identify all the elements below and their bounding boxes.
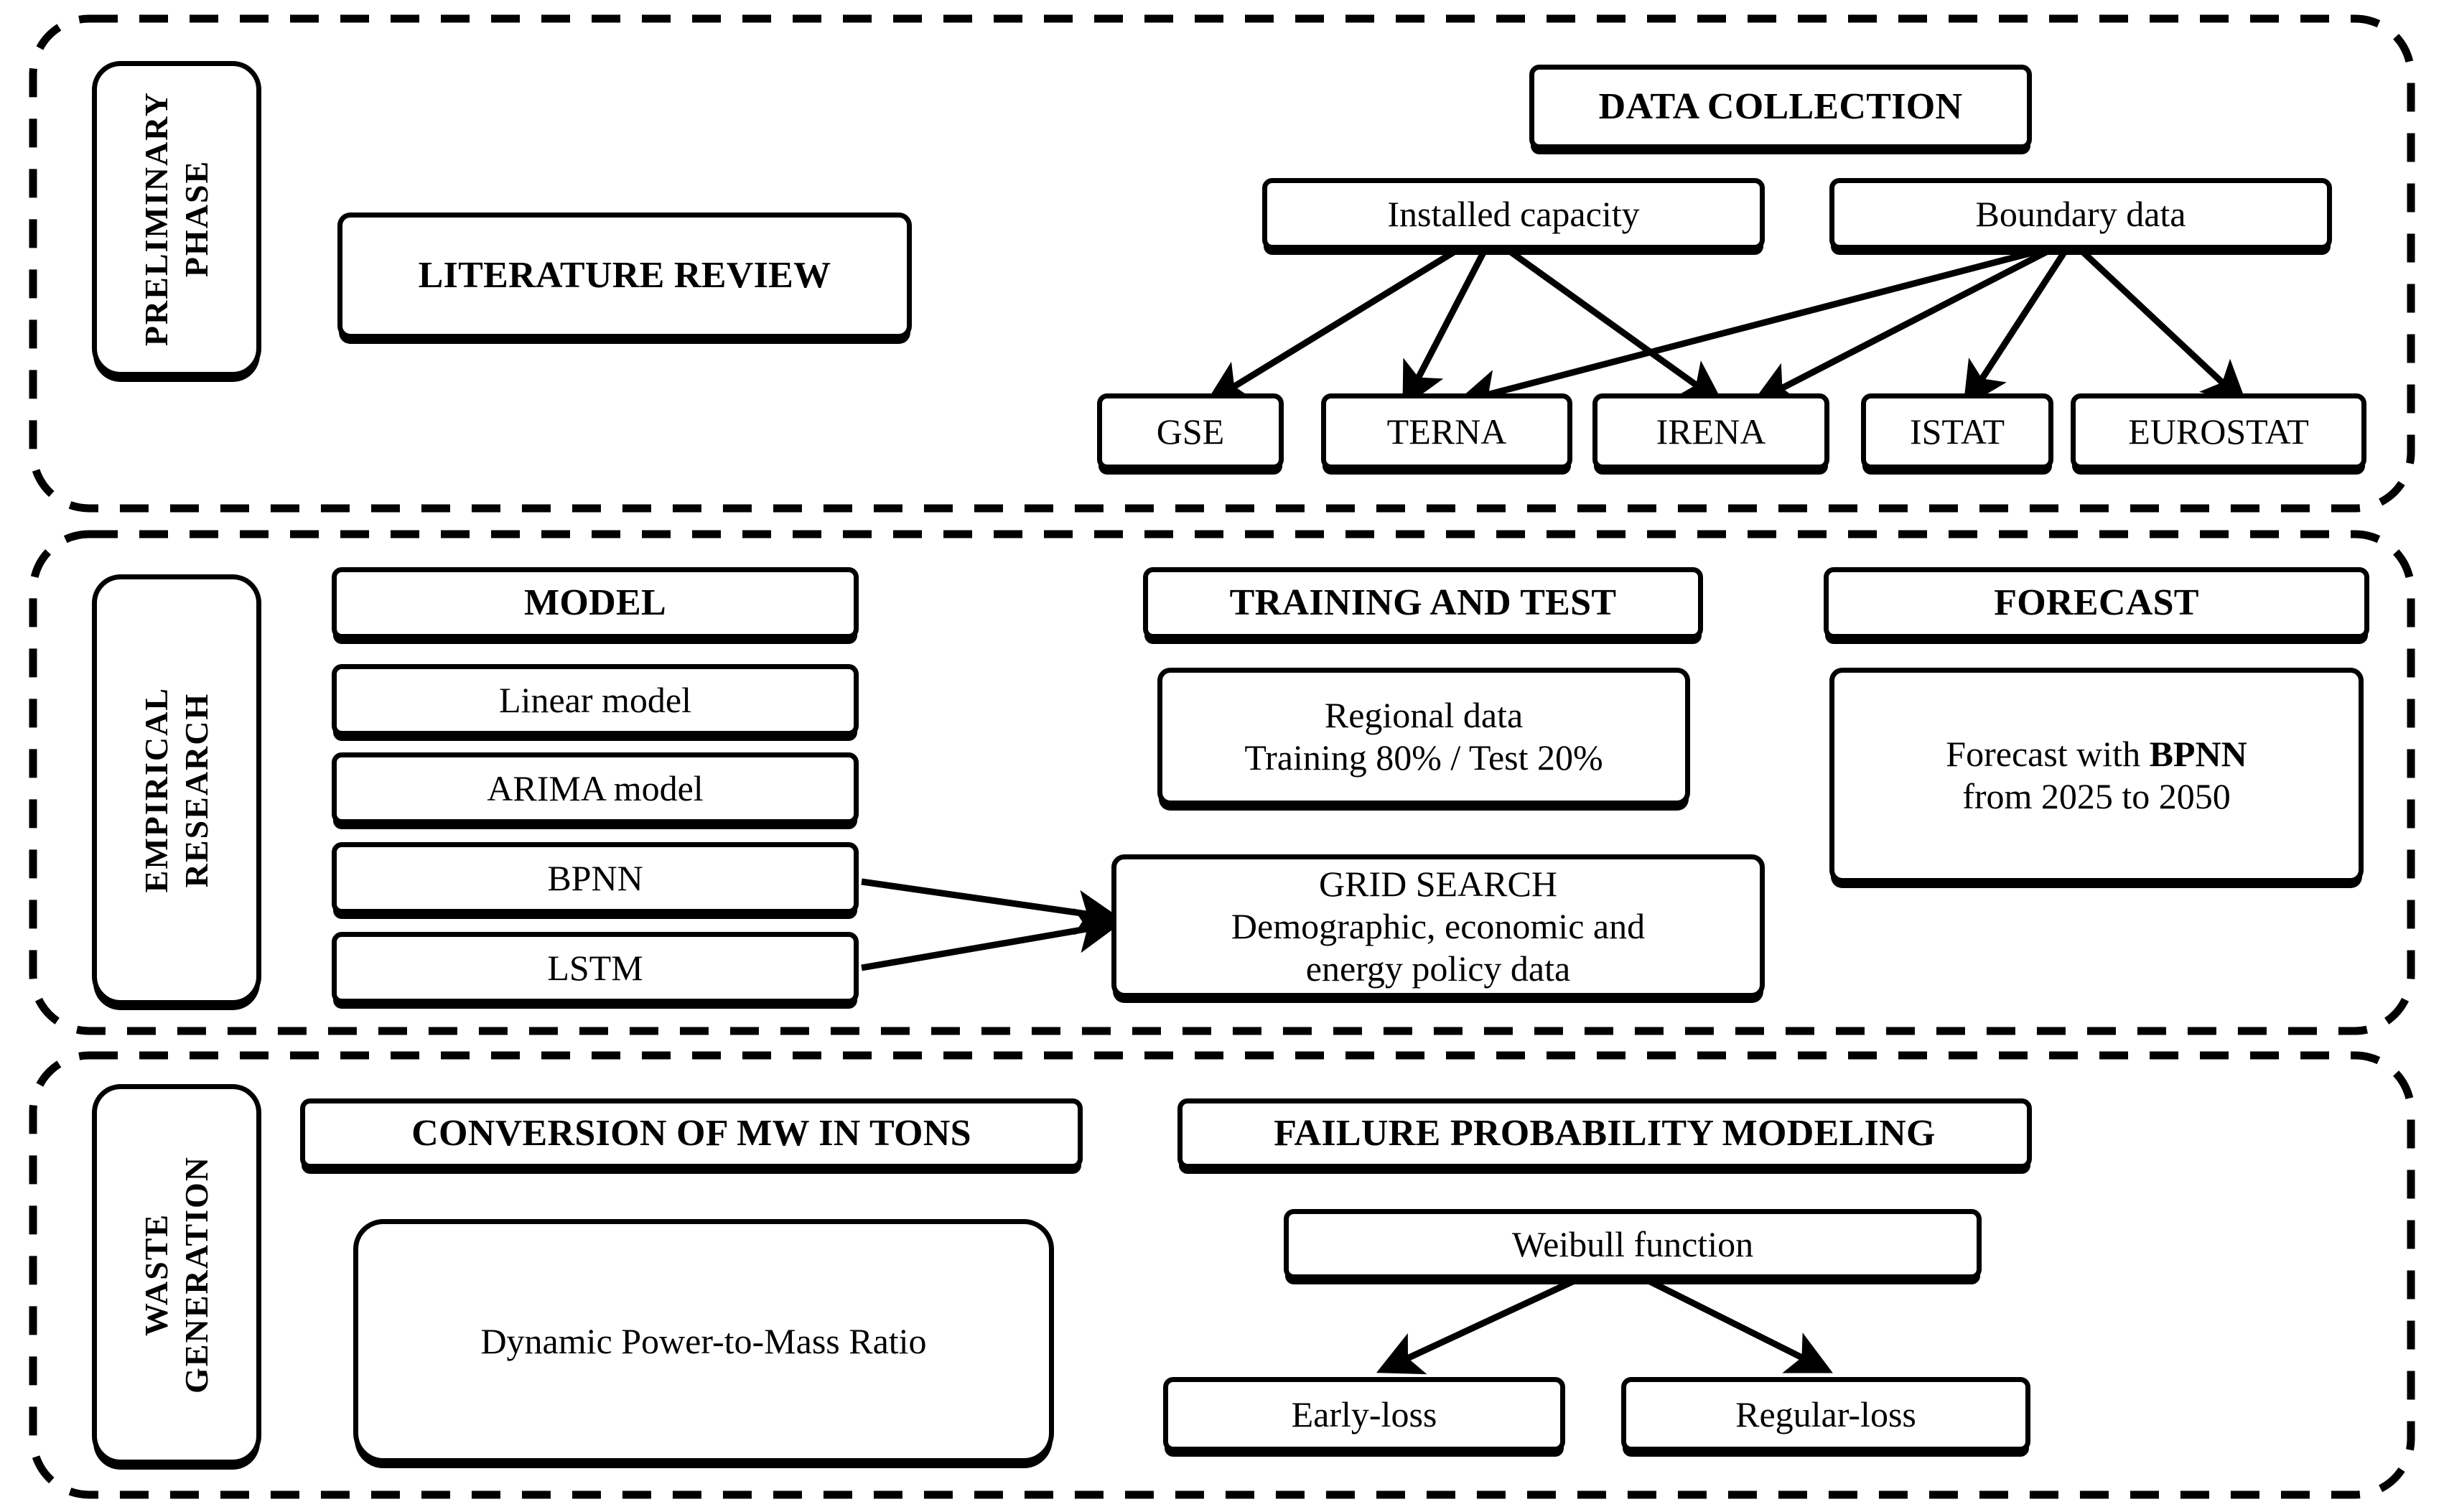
- phase-frame-preliminary: [29, 14, 2415, 513]
- data-collection-header-label: DATA COLLECTION: [1598, 86, 1963, 128]
- phase-frame-empirical: [29, 530, 2415, 1035]
- model-arima-box[interactable]: ARIMA model: [332, 752, 859, 824]
- edge-installed-capacity-to-terna: [1402, 248, 1488, 409]
- grid-search-line-3: energy policy data: [1305, 948, 1571, 989]
- conversion-body-label: Dynamic Power-to-Mass Ratio: [480, 1320, 927, 1361]
- literature-review-box[interactable]: LITERATURE REVIEW: [337, 213, 912, 339]
- edge-bpnn-to-grid-search: [861, 878, 1122, 935]
- model-header-box[interactable]: MODEL: [332, 567, 859, 639]
- phase-label-waste: WASTE GENERATION: [92, 1084, 261, 1465]
- model-lstm-label: LSTM: [547, 947, 643, 988]
- source-irena-label: IRENA: [1656, 411, 1766, 452]
- model-linear-label: Linear model: [499, 679, 691, 720]
- phase-label-preliminary: PRELIMINARY PHASE: [92, 61, 261, 377]
- forecast-body-box[interactable]: Forecast with BPNN from 2025 to 2050: [1829, 668, 2364, 883]
- grid-search-line-2: Demographic, economic and: [1231, 905, 1646, 946]
- source-istat-box[interactable]: ISTAT: [1861, 393, 2053, 470]
- phase-label-waste-text: WASTE GENERATION: [137, 1155, 215, 1394]
- source-eurostat-label: EUROSTAT: [2128, 411, 2309, 452]
- boundary-data-box[interactable]: Boundary data: [1829, 178, 2332, 250]
- source-gse-label: GSE: [1156, 411, 1225, 452]
- phase-label-empirical: EMPIRICAL RESEARCH: [92, 574, 261, 1005]
- training-and-test-header-box[interactable]: TRAINING AND TEST: [1143, 567, 1703, 639]
- phase-label-empirical-text: EMPIRICAL RESEARCH: [137, 686, 215, 893]
- source-gse-box[interactable]: GSE: [1097, 393, 1284, 470]
- phase-frame-waste: [29, 1051, 2415, 1499]
- regular-loss-box[interactable]: Regular-loss: [1621, 1377, 2030, 1452]
- source-irena-box[interactable]: IRENA: [1592, 393, 1829, 470]
- forecast-header-label: FORECAST: [1994, 582, 2199, 624]
- weibull-function-label: Weibull function: [1511, 1223, 1754, 1264]
- installed-capacity-box[interactable]: Installed capacity: [1262, 178, 1765, 250]
- edge-boundary-data-to-terna: [1455, 248, 2039, 414]
- model-lstm-box[interactable]: LSTM: [332, 932, 859, 1004]
- edge-weibull-to-regular-loss: [1615, 1261, 1833, 1373]
- source-terna-label: TERNA: [1386, 411, 1507, 452]
- forecast-body-line-1: Forecast with BPNN: [1946, 733, 2247, 775]
- forecast-body-prefix: Forecast with: [1946, 734, 2150, 774]
- early-loss-box[interactable]: Early-loss: [1163, 1377, 1565, 1452]
- regional-data-line-1: Regional data: [1324, 695, 1524, 735]
- edge-boundary-data-to-istat: [1963, 249, 2068, 409]
- weibull-function-box[interactable]: Weibull function: [1284, 1209, 1982, 1279]
- edge-boundary-data-to-irena: [1751, 248, 2050, 404]
- edge-lstm-to-grid-search: [861, 908, 1122, 971]
- edge-installed-capacity-to-irena: [1506, 247, 1725, 406]
- failure-header-box[interactable]: FAILURE PROBABILITY MODELING: [1177, 1098, 2032, 1169]
- failure-header-label: FAILURE PROBABILITY MODELING: [1274, 1113, 1936, 1154]
- grid-search-title: GRID SEARCH: [1319, 863, 1557, 904]
- source-terna-box[interactable]: TERNA: [1321, 393, 1572, 470]
- training-and-test-header-label: TRAINING AND TEST: [1229, 582, 1617, 624]
- model-linear-box[interactable]: Linear model: [332, 664, 859, 736]
- model-header-label: MODEL: [524, 582, 666, 624]
- forecast-header-box[interactable]: FORECAST: [1824, 567, 2369, 639]
- forecast-body-line-2: from 2025 to 2050: [1962, 776, 2231, 816]
- source-eurostat-box[interactable]: EUROSTAT: [2071, 393, 2366, 470]
- source-istat-label: ISTAT: [1909, 411, 2005, 452]
- regional-data-line-2: Training 80% / Test 20%: [1244, 737, 1603, 778]
- edge-installed-capacity-to-gse: [1204, 247, 1460, 405]
- model-arima-label: ARIMA model: [487, 767, 704, 808]
- model-bpnn-label: BPNN: [547, 857, 643, 898]
- literature-review-label: LITERATURE REVIEW: [418, 255, 831, 297]
- installed-capacity-label: Installed capacity: [1387, 193, 1640, 234]
- forecast-body-bold: BPNN: [2149, 734, 2247, 774]
- edge-weibull-to-early-loss: [1376, 1261, 1610, 1375]
- regular-loss-label: Regular-loss: [1735, 1394, 1916, 1434]
- model-bpnn-box[interactable]: BPNN: [332, 842, 859, 914]
- phase-label-preliminary-text: PRELIMINARY PHASE: [137, 91, 215, 347]
- regional-data-box[interactable]: Regional data Training 80% / Test 20%: [1157, 668, 1690, 806]
- early-loss-label: Early-loss: [1291, 1394, 1437, 1434]
- grid-search-box[interactable]: GRID SEARCH Demographic, economic and en…: [1111, 854, 1765, 998]
- data-collection-header-box[interactable]: DATA COLLECTION: [1529, 65, 2032, 149]
- edge-boundary-data-to-eurostat: [2079, 248, 2248, 406]
- conversion-header-box[interactable]: CONVERSION OF MW IN TONS: [300, 1098, 1083, 1169]
- boundary-data-label: Boundary data: [1975, 193, 2186, 234]
- conversion-header-label: CONVERSION OF MW IN TONS: [411, 1113, 971, 1154]
- conversion-body-box[interactable]: Dynamic Power-to-Mass Ratio: [353, 1219, 1054, 1463]
